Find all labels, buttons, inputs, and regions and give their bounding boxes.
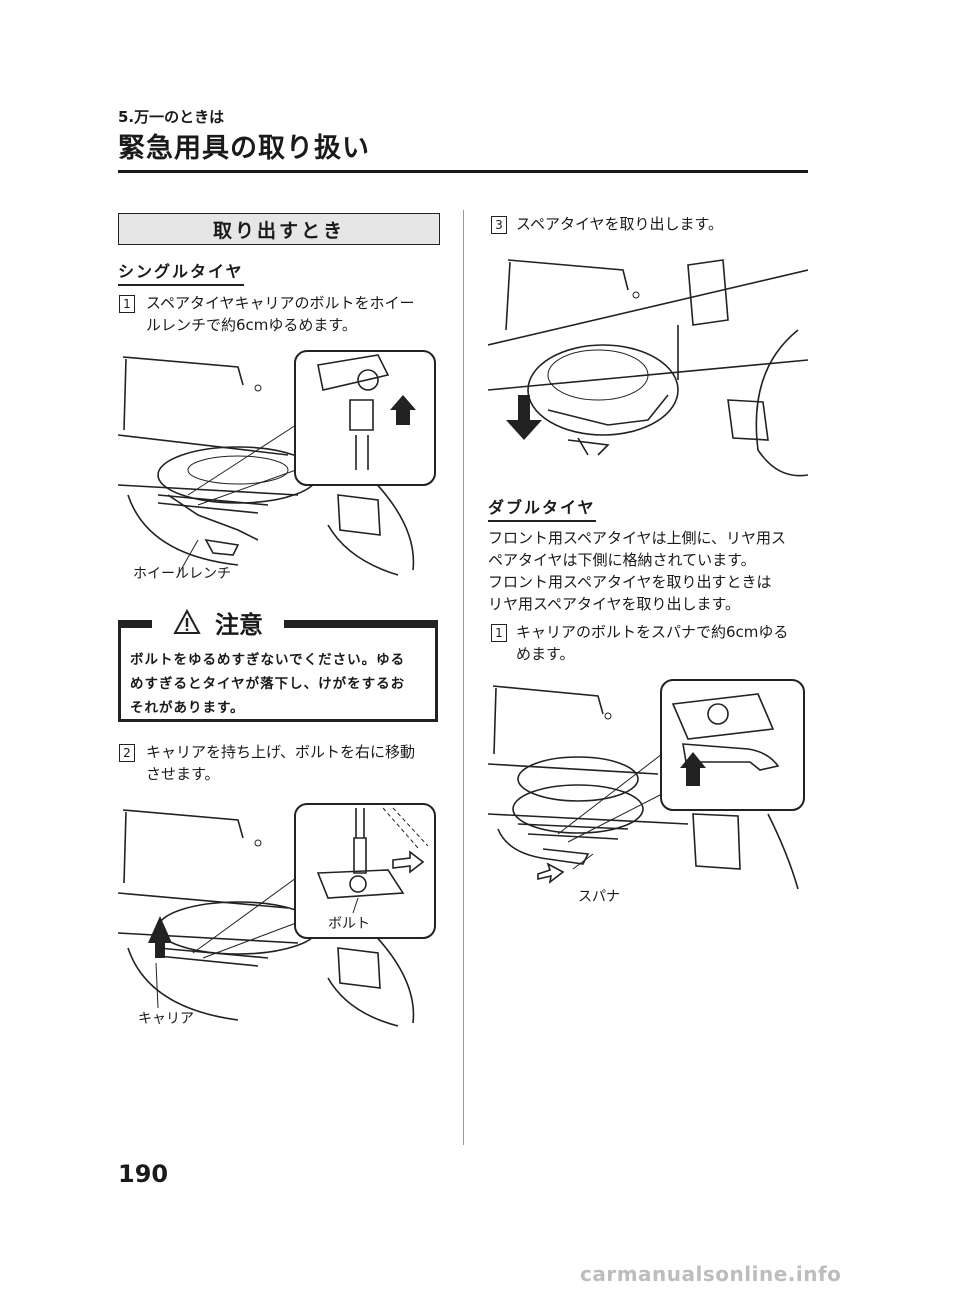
single-tire-heading: シングルタイヤ — [118, 258, 244, 286]
page-number: 190 — [118, 1160, 169, 1188]
column-divider — [463, 210, 464, 1145]
carrier-label: キャリア — [138, 1011, 194, 1027]
section-title-box: 取り出すとき — [118, 213, 440, 245]
watermark-text: carmanualsonline.info — [580, 1262, 842, 1286]
title-divider — [118, 170, 808, 173]
warning-triangle-icon — [173, 609, 201, 634]
caution-text: ボルトをゆるめすぎないでください。ゆる めすぎるとタイヤが落下し、けがをするお … — [130, 652, 406, 716]
wheel-wrench-illustration — [118, 350, 436, 576]
wheel-wrench-label: ホイールレンチ — [133, 566, 231, 582]
storage-paragraph: フロント用スペアタイヤは上側に、リヤ用ス ペアタイヤは下側に格納されています。 — [488, 529, 787, 569]
spanner-illustration — [488, 679, 805, 890]
caution-title: 注意 — [215, 610, 263, 639]
caution-header: 注意 — [152, 604, 284, 640]
step-number: 2 — [119, 744, 135, 762]
step-number: 1 — [491, 624, 507, 642]
step-number: 1 — [119, 295, 135, 313]
step-number: 3 — [491, 216, 507, 234]
page-title: 緊急用具の取り扱い — [118, 133, 370, 164]
carrier-bolt-illustration — [118, 803, 436, 1027]
spanner-label: スパナ — [578, 889, 620, 905]
step-text: スペアタイヤキャリアのボルトをホイー ルレンチで約6cmゆるめます。 — [146, 294, 415, 334]
chapter-label: 5.万一のときは — [118, 108, 225, 126]
step-text: スペアタイヤを取り出します。 — [516, 215, 724, 233]
remove-spare-tire-illustration — [488, 259, 808, 477]
removal-paragraph: フロント用スペアタイヤを取り出すときは リヤ用スペアタイヤを取り出します。 — [488, 573, 772, 613]
section-title: 取り出すとき — [212, 219, 345, 242]
bolt-label: ボルト — [326, 913, 372, 933]
step-text: キャリアのボルトをスパナで約6cmゆる めます。 — [516, 623, 789, 663]
step-text: キャリアを持ち上げ、ボルトを右に移動 させます。 — [146, 743, 415, 783]
double-tire-heading: ダブルタイヤ — [488, 494, 596, 522]
